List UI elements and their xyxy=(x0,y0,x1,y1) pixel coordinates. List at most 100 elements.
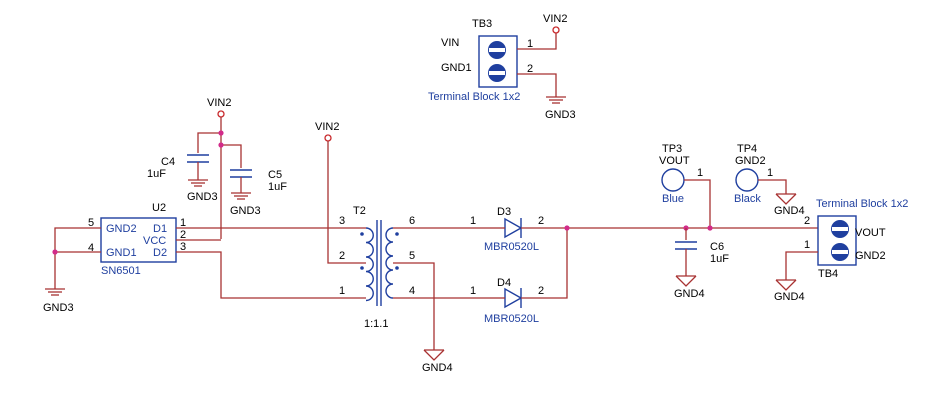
c5-value: 1uF xyxy=(268,181,287,193)
t2-ratio: 1:1.1 xyxy=(364,318,388,330)
gnd4-symbol-tp4 xyxy=(775,193,797,205)
t2-pin-5: 5 xyxy=(409,250,415,262)
gnd3-symbol-c4 xyxy=(188,179,208,187)
u2-pin-gnd1: GND1 xyxy=(106,247,137,259)
gnd4-symbol-tb4 xyxy=(775,279,797,291)
c4-value: 1uF xyxy=(147,168,166,180)
u2-pin-d2: D2 xyxy=(153,247,167,259)
gnd4-label-tb4: GND4 xyxy=(774,291,805,303)
t2-pin-6: 6 xyxy=(409,215,415,227)
tb4-pin-2: 2 xyxy=(804,215,810,227)
tb4-pin-label-gnd2: GND2 xyxy=(855,250,886,262)
tb3-desc: Terminal Block 1x2 xyxy=(428,91,520,103)
transformer-t2: T2 3 2 1 6 5 4 1:1.1 xyxy=(339,205,415,330)
wire-tb3-gnd3 xyxy=(517,73,557,97)
u2-pin-num-2: 2 xyxy=(180,229,186,241)
wire-tb4-gnd4 xyxy=(785,251,818,280)
c5-ref: C5 xyxy=(268,169,282,181)
d4-ref: D4 xyxy=(497,277,511,289)
d4-pin-2: 2 xyxy=(538,285,544,297)
wire-t2-gnd4 xyxy=(393,262,435,350)
gnd4-label-t2: GND4 xyxy=(422,362,453,374)
tp3-pin: 1 xyxy=(697,167,703,179)
junction-d3-d4 xyxy=(564,225,570,231)
test-point-tp3: TP3 VOUT Blue 1 xyxy=(659,143,703,205)
tp4-color: Black xyxy=(734,193,761,205)
junction-gnd3-u2 xyxy=(52,249,58,255)
tp4-pin: 1 xyxy=(767,167,773,179)
capacitor-c5: C5 1uF xyxy=(230,169,287,193)
junction-c5 xyxy=(218,142,224,148)
tp3-color: Blue xyxy=(662,193,684,205)
vin2-label-tb3: VIN2 xyxy=(543,13,567,25)
capacitor-c4: C4 1uF xyxy=(147,154,209,180)
tb4-ref: TB4 xyxy=(818,268,838,280)
tb3-pin-label-vin: VIN xyxy=(441,37,459,49)
vin2-label-t2: VIN2 xyxy=(315,121,339,133)
terminal-block-tb3: TB3 VIN GND1 Terminal Block 1x2 1 2 xyxy=(428,18,533,103)
t2-secondary-coil xyxy=(385,227,394,299)
vin2-port-t2 xyxy=(324,134,332,142)
vin2-port-u2 xyxy=(217,110,225,118)
u2-part: SN6501 xyxy=(101,265,141,277)
tp4-net: GND2 xyxy=(735,155,766,167)
tp4-circle xyxy=(735,168,759,192)
u2-pin-num-3: 3 xyxy=(180,241,186,253)
diode-d4: D4 MBR0520L 1 2 xyxy=(470,277,544,325)
u2-pin-gnd2: GND2 xyxy=(106,223,137,235)
tb3-pin-2: 2 xyxy=(527,63,533,75)
d3-pin-1: 1 xyxy=(470,215,476,227)
tb4-body xyxy=(817,215,857,266)
diode-d3: D3 MBR0520L 1 2 xyxy=(470,206,544,253)
gnd4-label-c6: GND4 xyxy=(674,288,705,300)
tb3-pin-label-gnd1: GND1 xyxy=(441,62,472,74)
c4-ref: C4 xyxy=(161,156,175,168)
gnd3-symbol-u2 xyxy=(45,288,65,296)
t2-pin-1: 1 xyxy=(339,285,345,297)
tb3-ref: TB3 xyxy=(472,18,492,30)
t2-pin-3: 3 xyxy=(339,215,345,227)
c6-value: 1uF xyxy=(710,253,729,265)
vin2-label-u2: VIN2 xyxy=(207,97,231,109)
u2-pin-num-1: 1 xyxy=(180,217,186,229)
tp3-ref: TP3 xyxy=(662,143,682,155)
d3-part: MBR0520L xyxy=(484,241,539,253)
gnd3-label-c5: GND3 xyxy=(230,205,261,217)
u2-pin-num-4: 4 xyxy=(88,242,94,254)
gnd3-label-u2: GND3 xyxy=(43,302,74,314)
junction-c4 xyxy=(218,130,224,136)
u2-ref: U2 xyxy=(152,202,166,214)
gnd3-label-c4: GND3 xyxy=(187,191,218,203)
u2-pin-vcc: VCC xyxy=(143,235,166,247)
d3-pin-2: 2 xyxy=(538,215,544,227)
gnd4-symbol-t2 xyxy=(423,349,445,361)
test-point-tp4: TP4 GND2 Black 1 xyxy=(734,143,773,205)
tp3-circle xyxy=(661,168,685,192)
gnd3-label-tb3: GND3 xyxy=(545,109,576,121)
t2-pin-4: 4 xyxy=(409,285,415,297)
u2-pin-num-5: 5 xyxy=(88,217,94,229)
t2-pin-2: 2 xyxy=(339,250,345,262)
wire-tp4-gnd4 xyxy=(758,179,787,194)
d4-pin-1: 1 xyxy=(470,285,476,297)
wire-d4-cathode xyxy=(521,228,568,299)
tb4-desc: Terminal Block 1x2 xyxy=(816,198,908,210)
terminal-block-tb4: Terminal Block 1x2 VOUT GND2 TB4 2 1 xyxy=(804,198,908,280)
wire-vin2-t2-center xyxy=(327,141,366,264)
tb3-body xyxy=(478,35,518,88)
capacitor-c6: C6 1uF xyxy=(675,241,729,265)
wire-tb3-vin2 xyxy=(517,33,557,50)
gnd3-symbol-tb3 xyxy=(546,96,566,104)
junction-tp3 xyxy=(707,225,713,231)
tp3-net: VOUT xyxy=(659,155,690,167)
t2-primary-coil xyxy=(365,227,374,302)
tp4-ref: TP4 xyxy=(737,143,757,155)
tb4-pin-label-vout: VOUT xyxy=(855,227,886,239)
d3-ref: D3 xyxy=(497,206,511,218)
gnd4-label-tp4: GND4 xyxy=(774,205,805,217)
u2-pin-d1: D1 xyxy=(153,223,167,235)
c6-ref: C6 xyxy=(710,241,724,253)
ic-u2: U2 GND2 GND1 D1 VCC D2 SN6501 5 4 1 2 3 xyxy=(88,202,186,277)
wire-d2-t2 xyxy=(176,251,366,299)
